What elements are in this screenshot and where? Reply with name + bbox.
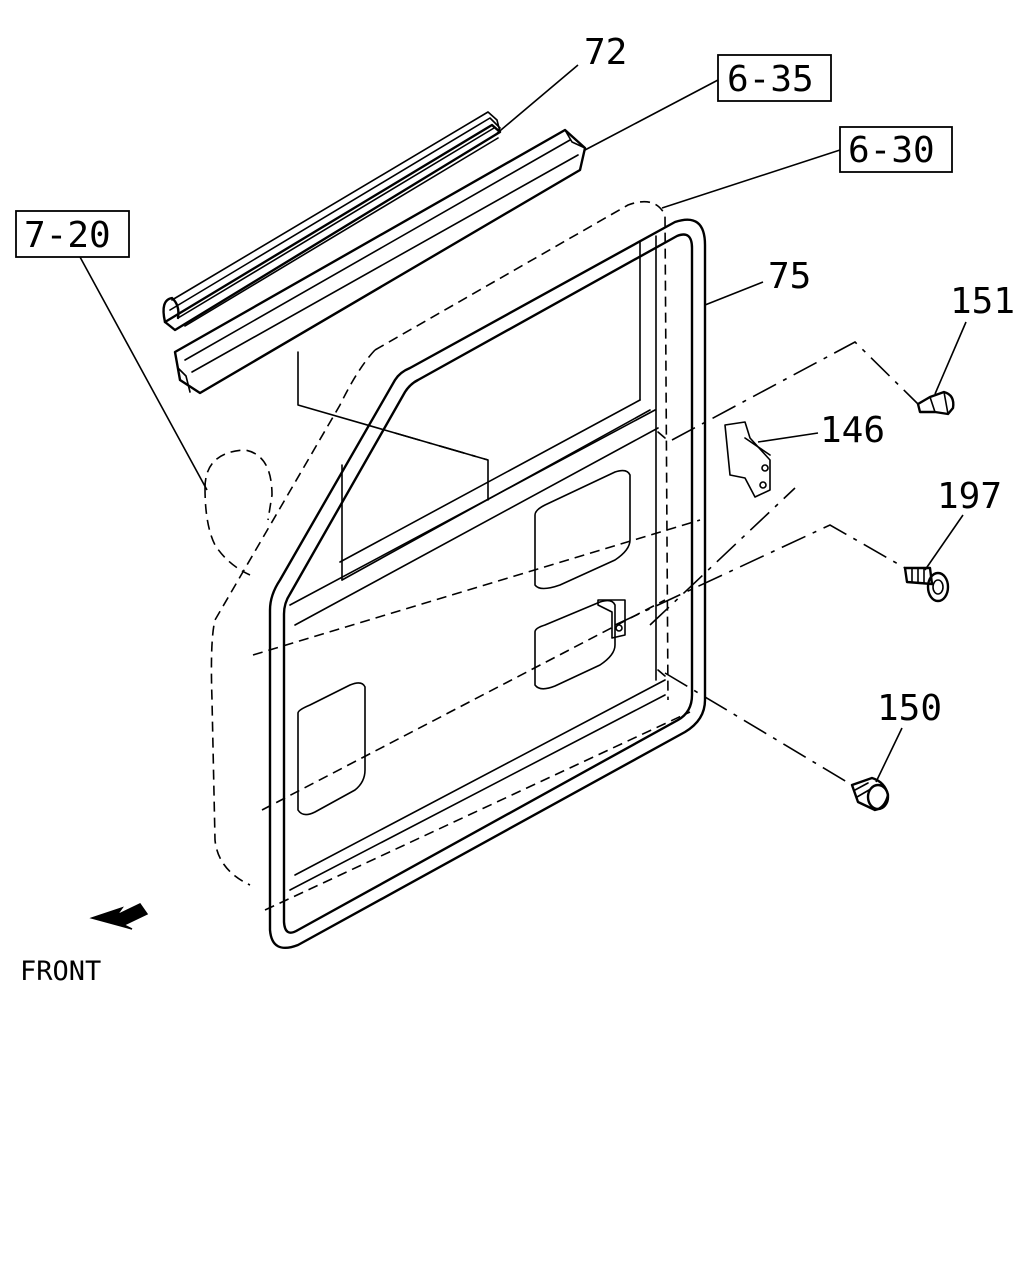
part-150-plug: [850, 776, 890, 812]
front-label: FRONT: [20, 956, 101, 987]
callout-75: 75: [768, 256, 811, 297]
callout-6-30: 6-30: [848, 130, 935, 171]
callout-box-7-20: [15, 210, 130, 258]
callout-151: 151: [950, 281, 1015, 322]
callout-box-6-35: [717, 54, 832, 102]
callout-72: 72: [584, 32, 627, 73]
part-75-weatherstrip: [268, 218, 707, 950]
door-hinge-bracket: [597, 599, 626, 639]
part-6-35-channel: [173, 128, 587, 395]
part-7-20-side-mirror: [204, 449, 273, 576]
part-72-glass-run-strip: [162, 111, 502, 332]
part-146-bracket: [724, 421, 771, 498]
callout-146: 146: [820, 410, 885, 451]
callout-7-20: 7-20: [24, 215, 111, 256]
front-arrow-icon: [89, 903, 149, 930]
door-inner-panel: [289, 235, 666, 891]
assembly-lines: [394, 341, 919, 786]
leader-lines: [79, 64, 967, 783]
part-6-30-door-shell: [210, 200, 701, 911]
callout-197: 197: [937, 476, 1002, 517]
part-151-stud: [916, 390, 955, 416]
callout-box-6-30: [839, 126, 953, 173]
callout-6-35: 6-35: [727, 59, 814, 100]
callout-150: 150: [877, 688, 942, 729]
part-197-screw: [903, 566, 950, 603]
